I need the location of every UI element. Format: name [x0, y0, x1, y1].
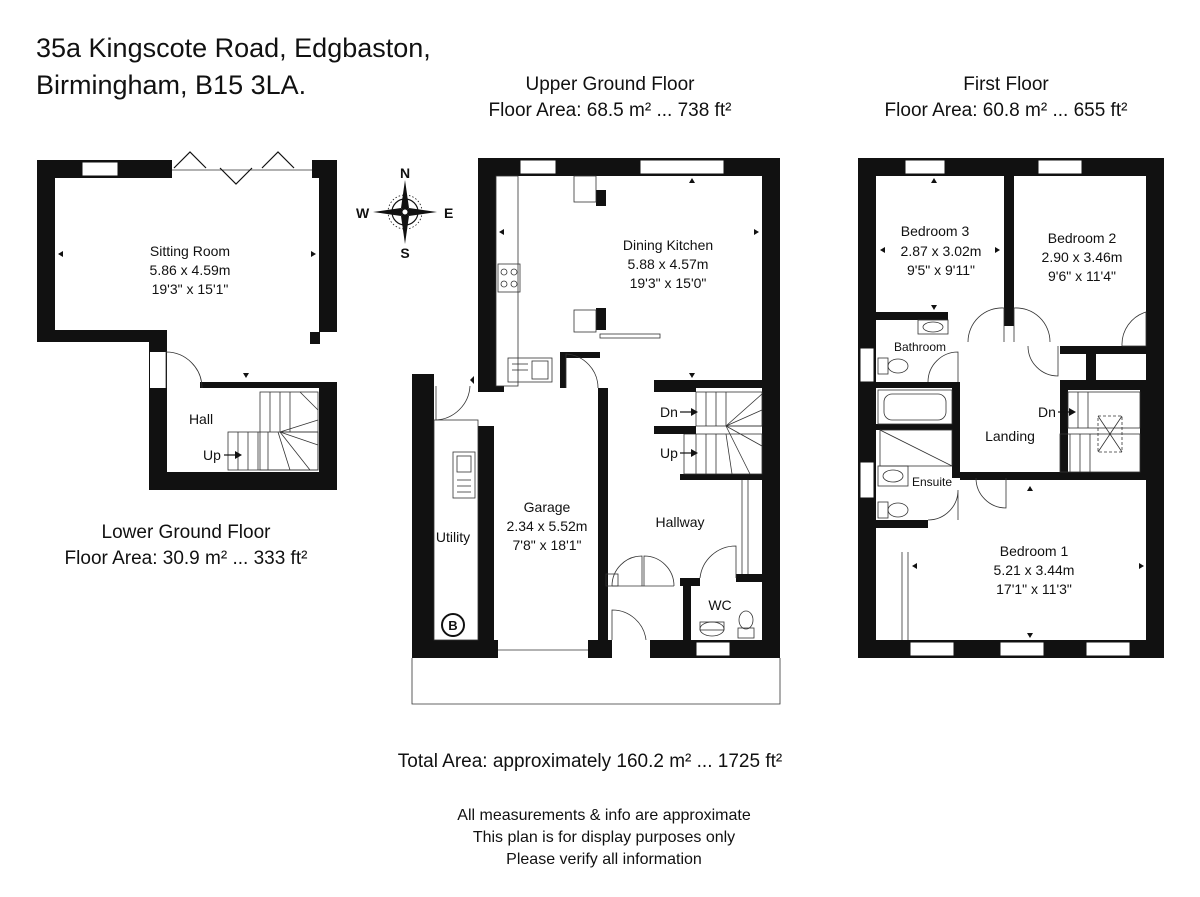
bedroom3-metric: 2.87 x 3.02m [901, 243, 982, 259]
landing-name: Landing [985, 428, 1035, 444]
bedroom1-metric: 5.21 x 3.44m [994, 562, 1075, 578]
boiler-icon: B [441, 613, 465, 637]
lower-ground-area: Floor Area: 30.9 m² ... 333 ft² [65, 548, 308, 569]
sitting-room-imperial: 19'3" x 15'1" [152, 281, 229, 297]
ensuite-basin-icon [877, 465, 909, 487]
kitchen-sink-icon [507, 357, 553, 383]
lower-stairs [227, 391, 319, 471]
bedroom2-name: Bedroom 2 [1048, 230, 1117, 246]
upper-ground-area: Floor Area: 68.5 m² ... 738 ft² [489, 100, 732, 121]
total-area: Total Area: approximately 160.2 m² ... 1… [398, 751, 782, 772]
bedroom3-imperial: 9'5" x 9'11" [907, 262, 975, 278]
compass-s: S [400, 245, 409, 261]
compass-icon: N S E W [356, 165, 453, 261]
compass-n: N [400, 165, 410, 181]
bedroom2-imperial: 9'6" x 11'4" [1048, 268, 1116, 284]
dining-kitchen-name: Dining Kitchen [623, 237, 713, 253]
dining-kitchen-metric: 5.88 x 4.57m [628, 256, 709, 272]
hall-name: Hall [189, 411, 213, 427]
upper-ground-floor-plan: Dn Up B Dining Kitchen 5.88 x 4.57m 19'3… [411, 158, 781, 705]
sitting-room-metric: 5.86 x 4.59m [150, 262, 231, 278]
garage-name: Garage [524, 499, 571, 515]
hallway-name: Hallway [655, 514, 704, 530]
first-floor-title: First Floor [963, 74, 1049, 95]
lower-ground-title: Lower Ground Floor [102, 522, 272, 543]
bedroom2-metric: 2.90 x 3.46m [1042, 249, 1123, 265]
bedroom1-imperial: 17'1" x 11'3" [996, 581, 1072, 597]
lower-ground-floor-plan: Up Sitting Room 5.86 x 4.59m 19'3" x 15'… [37, 151, 337, 490]
sitting-room-name: Sitting Room [150, 243, 230, 259]
lower-stairs-up-label: Up [203, 447, 221, 463]
address-line-2: Birmingham, B15 3LA. [36, 70, 306, 100]
utility-sink-icon [452, 451, 476, 499]
first-floor-plan: Dn Bedroom 3 2.87 x 3.02m 9'5" x 9'11" B… [858, 158, 1164, 658]
ensuite-name: Ensuite [912, 475, 952, 489]
garage-imperial: 7'8" x 18'1" [513, 537, 582, 553]
compass-e: E [444, 205, 453, 221]
ensuite-toilet-icon [877, 501, 909, 519]
shower-icon [879, 429, 953, 467]
first-floor-stairs [1059, 391, 1141, 473]
wc-name: WC [708, 597, 731, 613]
utility-name: Utility [436, 529, 470, 545]
wc-toilet-icon [737, 610, 755, 639]
bath-icon [877, 389, 953, 425]
first-stairs-dn-label: Dn [1038, 404, 1056, 420]
upper-stairs-up-label: Up [660, 445, 678, 461]
bathroom-name: Bathroom [894, 340, 946, 354]
upper-stairs-dn-label: Dn [660, 404, 678, 420]
bedroom3-name: Bedroom 3 [901, 223, 970, 239]
disclaimer-line-2: This plan is for display purposes only [473, 829, 735, 846]
boiler-label: B [448, 618, 457, 633]
disclaimer-line-3: Please verify all information [506, 851, 702, 868]
disclaimer-line-1: All measurements & info are approximate [457, 807, 751, 824]
dining-kitchen-imperial: 19'3" x 15'0" [630, 275, 707, 291]
address-line-1: 35a Kingscote Road, Edgbaston, [36, 33, 431, 63]
hob-icon [497, 263, 521, 293]
bedroom1-name: Bedroom 1 [1000, 543, 1069, 559]
garage-metric: 2.34 x 5.52m [507, 518, 588, 534]
upper-ground-stairs [654, 388, 763, 475]
upper-ground-title: Upper Ground Floor [526, 74, 696, 95]
bathroom-toilet-icon [877, 357, 909, 375]
compass-w: W [356, 205, 370, 221]
bathroom-basin-icon [917, 319, 949, 335]
wc-basin-icon [699, 621, 725, 637]
first-floor-area: Floor Area: 60.8 m² ... 655 ft² [885, 100, 1128, 121]
